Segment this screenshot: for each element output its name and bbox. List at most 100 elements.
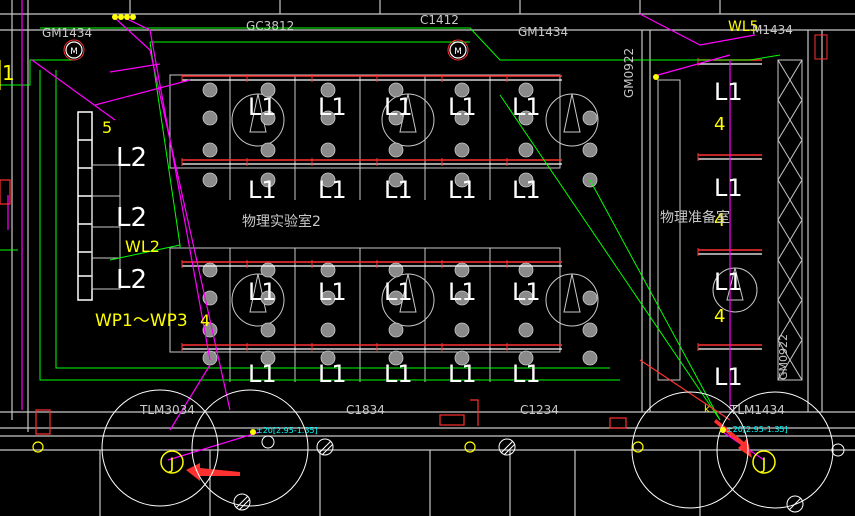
fixture-label-l1: L1 xyxy=(248,278,277,306)
stool xyxy=(202,262,218,278)
label-gm0922-top: GM0922 xyxy=(622,48,636,98)
stool xyxy=(260,172,276,188)
right-storage-rack xyxy=(657,34,828,381)
stool xyxy=(388,290,404,306)
stool xyxy=(582,350,598,366)
fixture-label-l1: L1 xyxy=(318,278,347,306)
junction-box-left: J xyxy=(160,450,184,474)
room-name-prep: 物理准备室 xyxy=(660,209,730,226)
fixture-label-l1: L1 xyxy=(448,360,477,388)
stool xyxy=(518,110,534,126)
stool xyxy=(320,82,336,98)
fixture-label-l1: L1 xyxy=(512,93,541,121)
stool xyxy=(582,142,598,158)
stool xyxy=(388,142,404,158)
stool xyxy=(260,322,276,338)
light-bar xyxy=(181,158,562,166)
stool xyxy=(518,262,534,278)
fixture-label-l1: L1 xyxy=(714,268,743,296)
label-c1834: C1834 xyxy=(346,403,385,417)
stool xyxy=(260,262,276,278)
stool xyxy=(518,290,534,306)
junction-label-right: J xyxy=(761,454,767,473)
motor-symbol-left: M xyxy=(63,39,85,61)
stool xyxy=(260,350,276,366)
stool xyxy=(454,290,470,306)
stool xyxy=(202,82,218,98)
ceiling-fans xyxy=(231,93,758,327)
label-wp1-wp3: WP1～WP3 xyxy=(95,311,188,331)
label-4-left: 4 xyxy=(200,311,210,330)
label-c1412: C1412 xyxy=(420,13,459,27)
fixture-label-l1: L1 xyxy=(384,278,413,306)
stool xyxy=(518,142,534,158)
fixture-label-l1: L1 xyxy=(384,93,413,121)
fixture-count-4: 4 xyxy=(714,306,725,327)
fixture-label-l1: L1 xyxy=(714,174,743,202)
stool xyxy=(518,172,534,188)
stool xyxy=(582,110,598,126)
stool xyxy=(388,350,404,366)
fixture-label-l1: L1 xyxy=(318,176,347,204)
label-1-left: 1 xyxy=(2,61,15,85)
stool xyxy=(320,350,336,366)
label-gm1434-mid: GM1434 xyxy=(518,25,568,39)
stool xyxy=(260,290,276,306)
fixture-label-l1: L1 xyxy=(448,93,477,121)
yellow-junctions xyxy=(112,14,726,435)
lab-bench-outlines xyxy=(169,74,561,382)
stool xyxy=(454,110,470,126)
stool xyxy=(518,350,534,366)
fixture-label-l1: L1 xyxy=(512,278,541,306)
label-gm0922-right: GM0922 xyxy=(777,334,790,380)
entrance-arcs xyxy=(101,389,834,509)
fixture-label-l1: L1 xyxy=(248,93,277,121)
fixture-label-l1: L1 xyxy=(512,360,541,388)
stool xyxy=(260,110,276,126)
label-gm1434-left: GM1434 xyxy=(42,26,92,40)
fixture-count-4: 4 xyxy=(714,114,725,135)
light-bar xyxy=(181,343,562,351)
stool xyxy=(388,262,404,278)
label-tlm3034: TLM3034 xyxy=(139,403,195,417)
stool xyxy=(320,322,336,338)
label-m1434-right: M1434 xyxy=(752,23,793,37)
drawing-labels: GM1434 GC3812 C1412 GM1434 WL5 M1434 GM0… xyxy=(2,13,793,435)
label-tlm1434: TLM1434 xyxy=(729,403,785,417)
fixture-label-l1: L1 xyxy=(448,176,477,204)
stool xyxy=(454,350,470,366)
red-annotations xyxy=(0,179,731,435)
fixture-label-l1: L1 xyxy=(714,78,743,106)
stool xyxy=(388,110,404,126)
fixture-label-l1: L1 xyxy=(714,363,743,391)
fixture-count-4: 4 xyxy=(714,210,725,231)
stool xyxy=(518,322,534,338)
label-wl5: WL5 xyxy=(728,19,759,35)
stool xyxy=(260,142,276,158)
junction-label-left: J xyxy=(169,454,175,473)
stool xyxy=(320,262,336,278)
label-5: 5 xyxy=(102,118,112,137)
label-l2-a: L2 xyxy=(116,143,147,173)
stool xyxy=(320,172,336,188)
stool xyxy=(388,82,404,98)
junction-box-right: J xyxy=(752,450,776,474)
label-wl2: WL2 xyxy=(125,237,160,256)
yellow-outlets xyxy=(0,60,644,453)
stool xyxy=(320,142,336,158)
stool xyxy=(454,172,470,188)
hatched-columns xyxy=(233,435,845,513)
stool xyxy=(202,110,218,126)
motor-symbol-right: M xyxy=(447,39,469,61)
label-gc3812: GC3812 xyxy=(246,19,294,33)
stool xyxy=(518,82,534,98)
elevation-right: ±20[2.95-1.35] xyxy=(726,425,788,434)
stool xyxy=(320,290,336,306)
label-k: k xyxy=(704,404,710,415)
fixture-label-l1: L1 xyxy=(448,278,477,306)
cabinet-panels xyxy=(91,164,121,290)
stool xyxy=(582,290,598,306)
